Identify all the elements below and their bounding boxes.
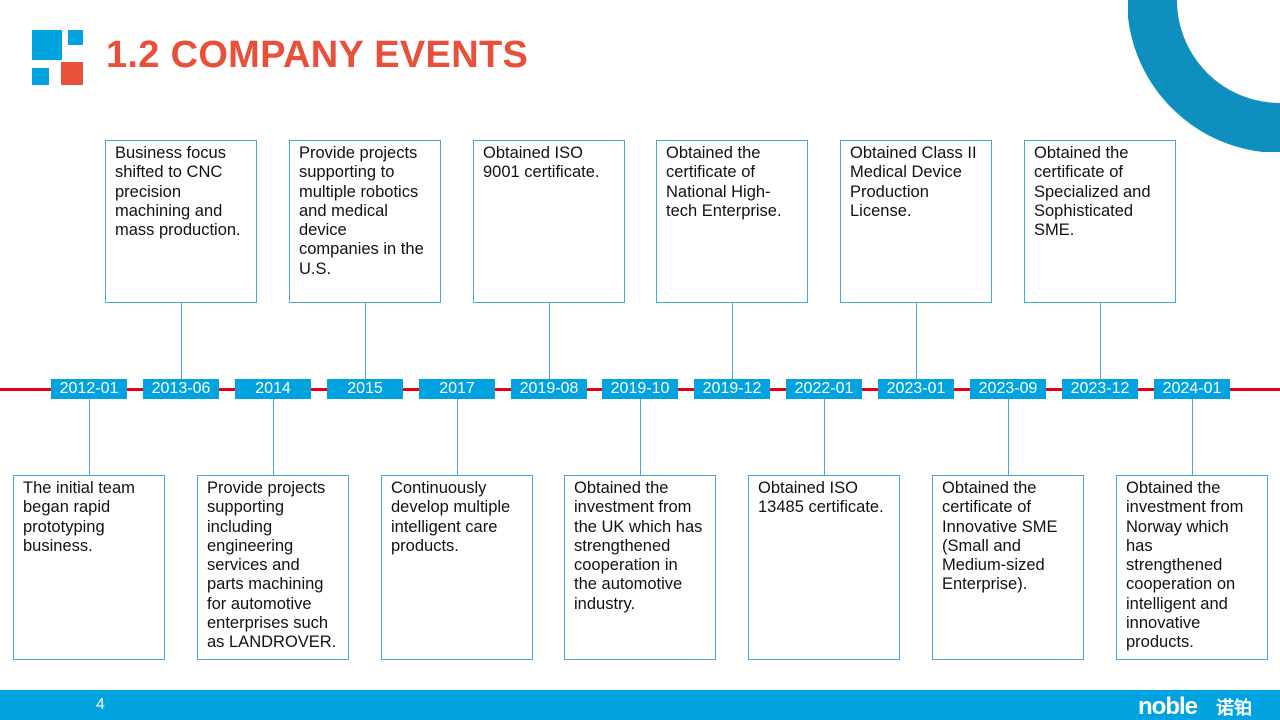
timeline-connector [89,399,90,475]
timeline-date-2019-08: 2019-08 [511,379,587,399]
event-card-2017: Continuously develop multiple intelligen… [381,475,533,660]
timeline-connector [732,303,733,379]
timeline-date-2022-01: 2022-01 [786,379,862,399]
logo-square-orange [61,62,83,85]
footer-bar [0,690,1280,720]
brand-logo-text: noble [1138,693,1198,719]
corner-arc-decoration [1128,0,1280,152]
timeline-connector [365,303,366,379]
timeline-date-2019-10: 2019-10 [602,379,678,399]
timeline-connector [640,399,641,475]
event-card-2019-12: Obtained the certificate of National Hig… [656,140,808,303]
logo-square-blue-small-2 [32,68,49,85]
event-card-2012-01: The initial team began rapid prototyping… [13,475,165,660]
event-card-2022-01: Obtained ISO 13485 certificate. [748,475,900,660]
timeline-date-2019-12: 2019-12 [694,379,770,399]
timeline-connector [1100,303,1101,379]
event-card-2015: Provide projects supporting to multiple … [289,140,441,303]
timeline-date-2023-01: 2023-01 [878,379,954,399]
timeline-date-2017: 2017 [419,379,495,399]
brand-logo: noble 诺铂 [1138,693,1252,719]
event-card-2019-10: Obtained the investment from the UK whic… [564,475,716,660]
timeline-connector [273,399,274,475]
timeline-connector [181,303,182,379]
timeline-date-2013-06: 2013-06 [143,379,219,399]
page-title: 1.2 COMPANY EVENTS [106,34,529,76]
event-card-2023-09: Obtained the certificate of Innovative S… [932,475,1084,660]
timeline-date-2023-09: 2023-09 [970,379,1046,399]
event-card-2024-01: Obtained the investment from Norway whic… [1116,475,1268,660]
page-number: 4 [96,696,105,713]
logo-square-blue-large [32,30,62,60]
timeline-connector [1008,399,1009,475]
timeline-date-2012-01: 2012-01 [51,379,127,399]
timeline-date-2024-01: 2024-01 [1154,379,1230,399]
timeline-date-2015: 2015 [327,379,403,399]
logo-square-blue-small [68,30,83,45]
event-card-2013-06: Business focus shifted to CNC precision … [105,140,257,303]
timeline-connector [1192,399,1193,475]
event-card-2014: Provide projects supporting including en… [197,475,349,660]
event-card-2023-12: Obtained the certificate of Specialized … [1024,140,1176,303]
timeline-connector [457,399,458,475]
timeline-date-2014: 2014 [235,379,311,399]
timeline-connector [549,303,550,379]
timeline-date-2023-12: 2023-12 [1062,379,1138,399]
brand-logo-cn: 诺铂 [1216,697,1252,719]
event-card-2023-01: Obtained Class II Medical Device Product… [840,140,992,303]
timeline-connector [916,303,917,379]
timeline-connector [824,399,825,475]
event-card-2019-08: Obtained ISO 9001 certificate. [473,140,625,303]
